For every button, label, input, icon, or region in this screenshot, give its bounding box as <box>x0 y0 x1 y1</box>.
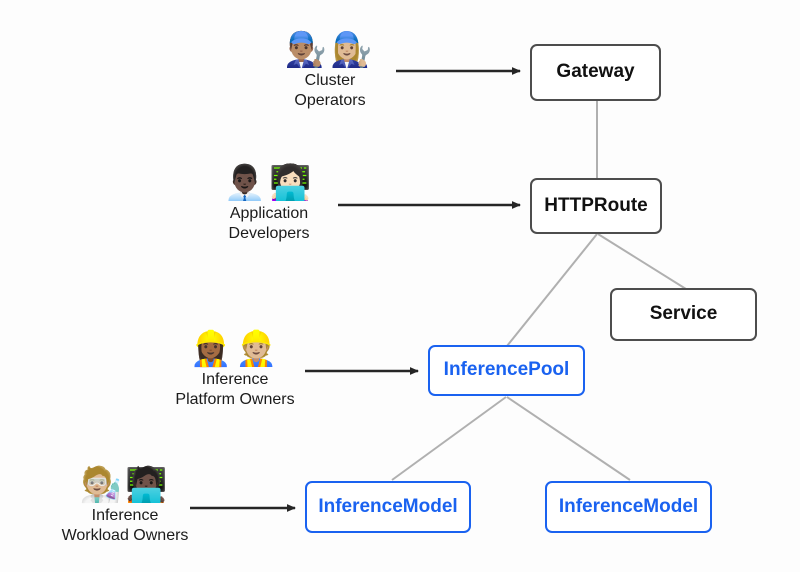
actor-arrows <box>190 67 521 512</box>
edge-httproute-to-service <box>597 233 687 290</box>
cluster-operators-emoji: 👨🏽‍🔧👩🏼‍🔧 <box>284 31 376 69</box>
node-inferencemodel-right-label: InferenceModel <box>558 495 699 517</box>
cluster-operators-label-line1: Cluster <box>304 71 356 89</box>
node-gateway-label: Gateway <box>556 61 635 83</box>
application-developers-emoji: 👨🏿‍💼👩🏻‍💻 <box>223 164 315 202</box>
inference-platform-owners-emoji: 👷🏾‍♀️👷🏼 <box>189 330 281 368</box>
inference-workload-owners-label-line1: Inference <box>91 506 159 524</box>
edge-inferencepool-to-inferencemodel-right <box>506 396 631 481</box>
cluster-operators-label: Cluster Operators <box>294 71 365 111</box>
node-httproute-label: HTTPRoute <box>544 194 648 216</box>
inference-platform-owners-label: Inference Platform Owners <box>175 370 294 410</box>
actor-inference-platform-owners: 👷🏾‍♀️👷🏼 Inference Platform Owners <box>125 331 345 409</box>
inference-workload-owners-emoji: 🧑🏼‍🔬🧑🏿‍💻 <box>79 466 171 504</box>
node-service-label: Service <box>649 303 718 325</box>
node-inferencemodel-right[interactable]: InferenceModel <box>545 481 712 533</box>
edge-httproute-to-inferencepool <box>506 233 598 347</box>
actor-application-developers: 👨🏿‍💼👩🏻‍💻 Application Developers <box>159 165 379 243</box>
node-inferencemodel-left-label: InferenceModel <box>318 495 458 517</box>
node-inferencepool-label: InferencePool <box>443 359 570 381</box>
inference-workload-owners-label: Inference Workload Owners <box>62 506 189 546</box>
application-developers-label: Application Developers <box>229 204 310 244</box>
application-developers-label-line1: Application <box>229 204 309 222</box>
actor-inference-workload-owners: 🧑🏼‍🔬🧑🏿‍💻 Inference Workload Owners <box>15 467 235 545</box>
node-httproute[interactable]: HTTPRoute <box>530 178 662 234</box>
inference-platform-owners-label-line1: Inference <box>201 370 269 388</box>
cluster-operators-label-line2: Operators <box>294 91 366 109</box>
edge-inferencepool-to-inferencemodel-left <box>391 396 507 481</box>
inference-platform-owners-label-line2: Platform Owners <box>175 390 295 408</box>
node-gateway[interactable]: Gateway <box>530 44 661 101</box>
node-inferencemodel-left[interactable]: InferenceModel <box>305 481 471 533</box>
application-developers-label-line2: Developers <box>228 224 310 242</box>
node-service[interactable]: Service <box>610 288 757 341</box>
inference-workload-owners-label-line2: Workload Owners <box>61 526 189 544</box>
actor-cluster-operators: 👨🏽‍🔧👩🏼‍🔧 Cluster Operators <box>220 32 440 110</box>
node-inferencepool[interactable]: InferencePool <box>428 345 585 396</box>
